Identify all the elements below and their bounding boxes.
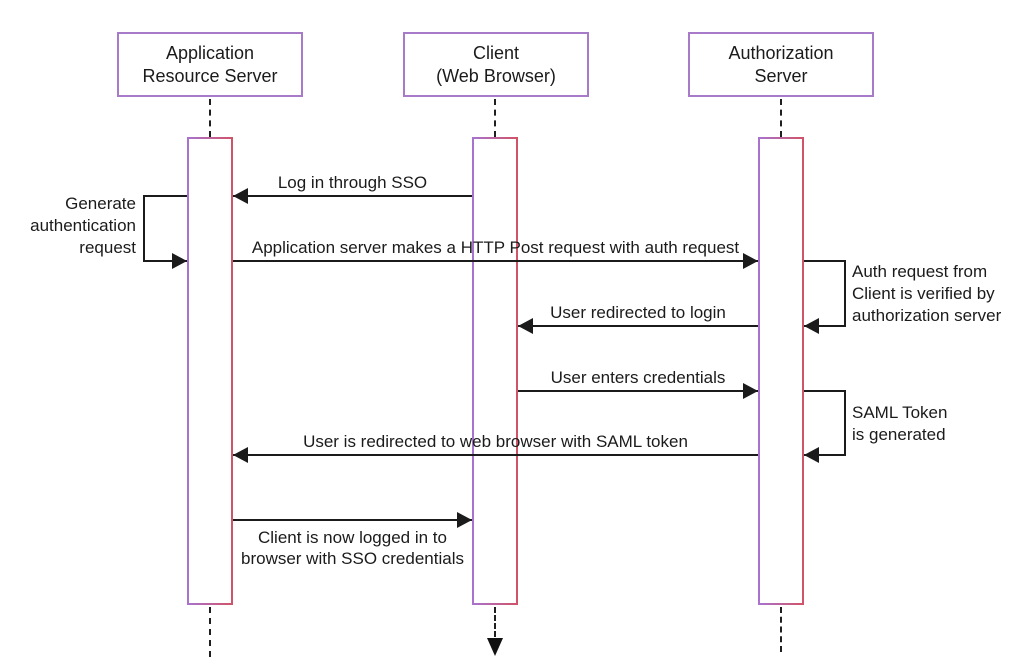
message-redirect-login-line xyxy=(518,325,758,327)
lifeline-authorization-top xyxy=(780,99,782,137)
lifeline-application-top xyxy=(209,99,211,137)
message-redirect-login-arrowhead-icon xyxy=(518,318,533,334)
lifeline-authorization-bottom xyxy=(780,607,782,652)
message-redirect-saml-arrowhead-icon xyxy=(233,447,248,463)
activation-client xyxy=(472,137,518,605)
self-message-saml-generated-label: SAML Token is generated xyxy=(852,403,948,444)
message-http-post-auth-label: Application server makes a HTTP Post req… xyxy=(251,238,740,257)
message-redirect-saml-label: User is redirected to web browser with S… xyxy=(303,432,688,451)
self-message-verify-auth-bracket xyxy=(804,260,846,327)
message-enter-credentials-arrowhead-icon xyxy=(743,383,758,399)
lifeline-end-arrow-icon xyxy=(487,638,503,656)
self-message-saml-generated-arrowhead-icon xyxy=(804,447,819,463)
message-redirect-login-label: User redirected to login xyxy=(550,303,726,322)
message-enter-credentials-label: User enters credentials xyxy=(550,368,726,387)
participant-client-web-browser: Client (Web Browser) xyxy=(403,32,589,97)
self-message-generate-auth-request-arrowhead-icon xyxy=(172,253,187,269)
message-login-sso-arrowhead-icon xyxy=(233,188,248,204)
participant-authorization-server: Authorization Server xyxy=(688,32,874,97)
self-message-saml-generated-bracket xyxy=(804,390,846,456)
self-message-verify-auth-arrowhead-icon xyxy=(804,318,819,334)
message-logged-in-line xyxy=(233,519,472,521)
message-enter-credentials-line xyxy=(518,390,758,392)
self-message-generate-auth-request-label: Generate authentication request xyxy=(30,194,136,257)
activation-application xyxy=(187,137,233,605)
message-logged-in-arrowhead-icon xyxy=(457,512,472,528)
participant-application-resource-server: Application Resource Server xyxy=(117,32,303,97)
lifeline-application-bottom xyxy=(209,607,211,657)
lifeline-client-bottom xyxy=(494,607,496,637)
message-login-sso-line xyxy=(233,195,472,197)
activation-authorization xyxy=(758,137,804,605)
self-message-generate-auth-request-bracket xyxy=(143,195,187,262)
message-http-post-auth-line xyxy=(233,260,758,262)
self-message-verify-auth-label: Auth request from Client is verified by … xyxy=(852,262,1002,325)
message-logged-in-label: Client is now logged in to browser with … xyxy=(241,528,464,568)
message-http-post-auth-arrowhead-icon xyxy=(743,253,758,269)
message-redirect-saml-line xyxy=(233,454,758,456)
message-login-sso-label: Log in through SSO xyxy=(277,173,428,192)
lifeline-client-top xyxy=(494,99,496,137)
